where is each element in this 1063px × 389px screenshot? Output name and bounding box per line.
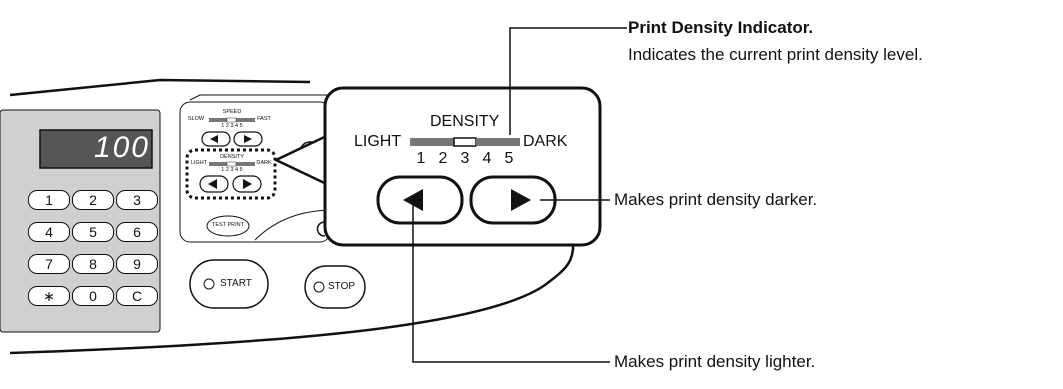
counter-display: 100: [93, 131, 150, 164]
key-9[interactable]: 9: [116, 254, 158, 274]
key-3[interactable]: 3: [116, 190, 158, 210]
stop-button[interactable]: STOP: [328, 281, 356, 292]
lighter-annotation: Makes print density lighter.: [614, 352, 816, 371]
density-level-4: 4: [482, 150, 492, 167]
density-level-2: 2: [438, 150, 448, 167]
key-0[interactable]: 0: [72, 286, 114, 306]
key-clear[interactable]: C: [116, 286, 158, 306]
dark-label: DARK: [523, 133, 568, 150]
key-6[interactable]: 6: [116, 222, 158, 242]
key-1[interactable]: 1: [28, 190, 70, 210]
small-density-levels: 1 2 3 4 5: [221, 167, 243, 173]
key-7[interactable]: 7: [28, 254, 70, 274]
density-darker-button[interactable]: [471, 177, 555, 223]
key-5[interactable]: 5: [72, 222, 114, 242]
density-lighter-button[interactable]: [378, 177, 462, 223]
small-density-dark-label: DARK: [256, 160, 272, 166]
key-8[interactable]: 8: [72, 254, 114, 274]
indicator-annotation-title: Print Density Indicator.: [628, 18, 814, 37]
small-density-label: DENSITY: [220, 154, 244, 160]
density-level-3: 3: [460, 150, 470, 167]
density-indicator-bar: [410, 137, 520, 147]
light-label: LIGHT: [354, 133, 402, 150]
test-print-button[interactable]: TEST PRINT: [212, 222, 244, 228]
density-level-5: 5: [504, 150, 514, 167]
start-button[interactable]: START: [220, 278, 252, 289]
key-4[interactable]: 4: [28, 222, 70, 242]
darker-annotation: Makes print density darker.: [614, 190, 818, 209]
speed-label: SPEED: [222, 109, 242, 115]
density-label: DENSITY: [430, 113, 500, 130]
speed-slow-label: SLOW: [187, 116, 205, 122]
numeric-keypad: 1 2 3 4 5 6 7 8 9 ∗ 0 C: [28, 190, 158, 306]
speed-levels: 1 2 3 4 5: [221, 123, 243, 129]
small-density-light-label: LIGHT: [190, 160, 208, 166]
indicator-annotation-desc: Indicates the current print density leve…: [628, 45, 923, 64]
density-level-1: 1: [416, 150, 426, 167]
key-2[interactable]: 2: [72, 190, 114, 210]
speed-fast-label: FAST: [257, 116, 271, 122]
key-star[interactable]: ∗: [28, 286, 70, 306]
